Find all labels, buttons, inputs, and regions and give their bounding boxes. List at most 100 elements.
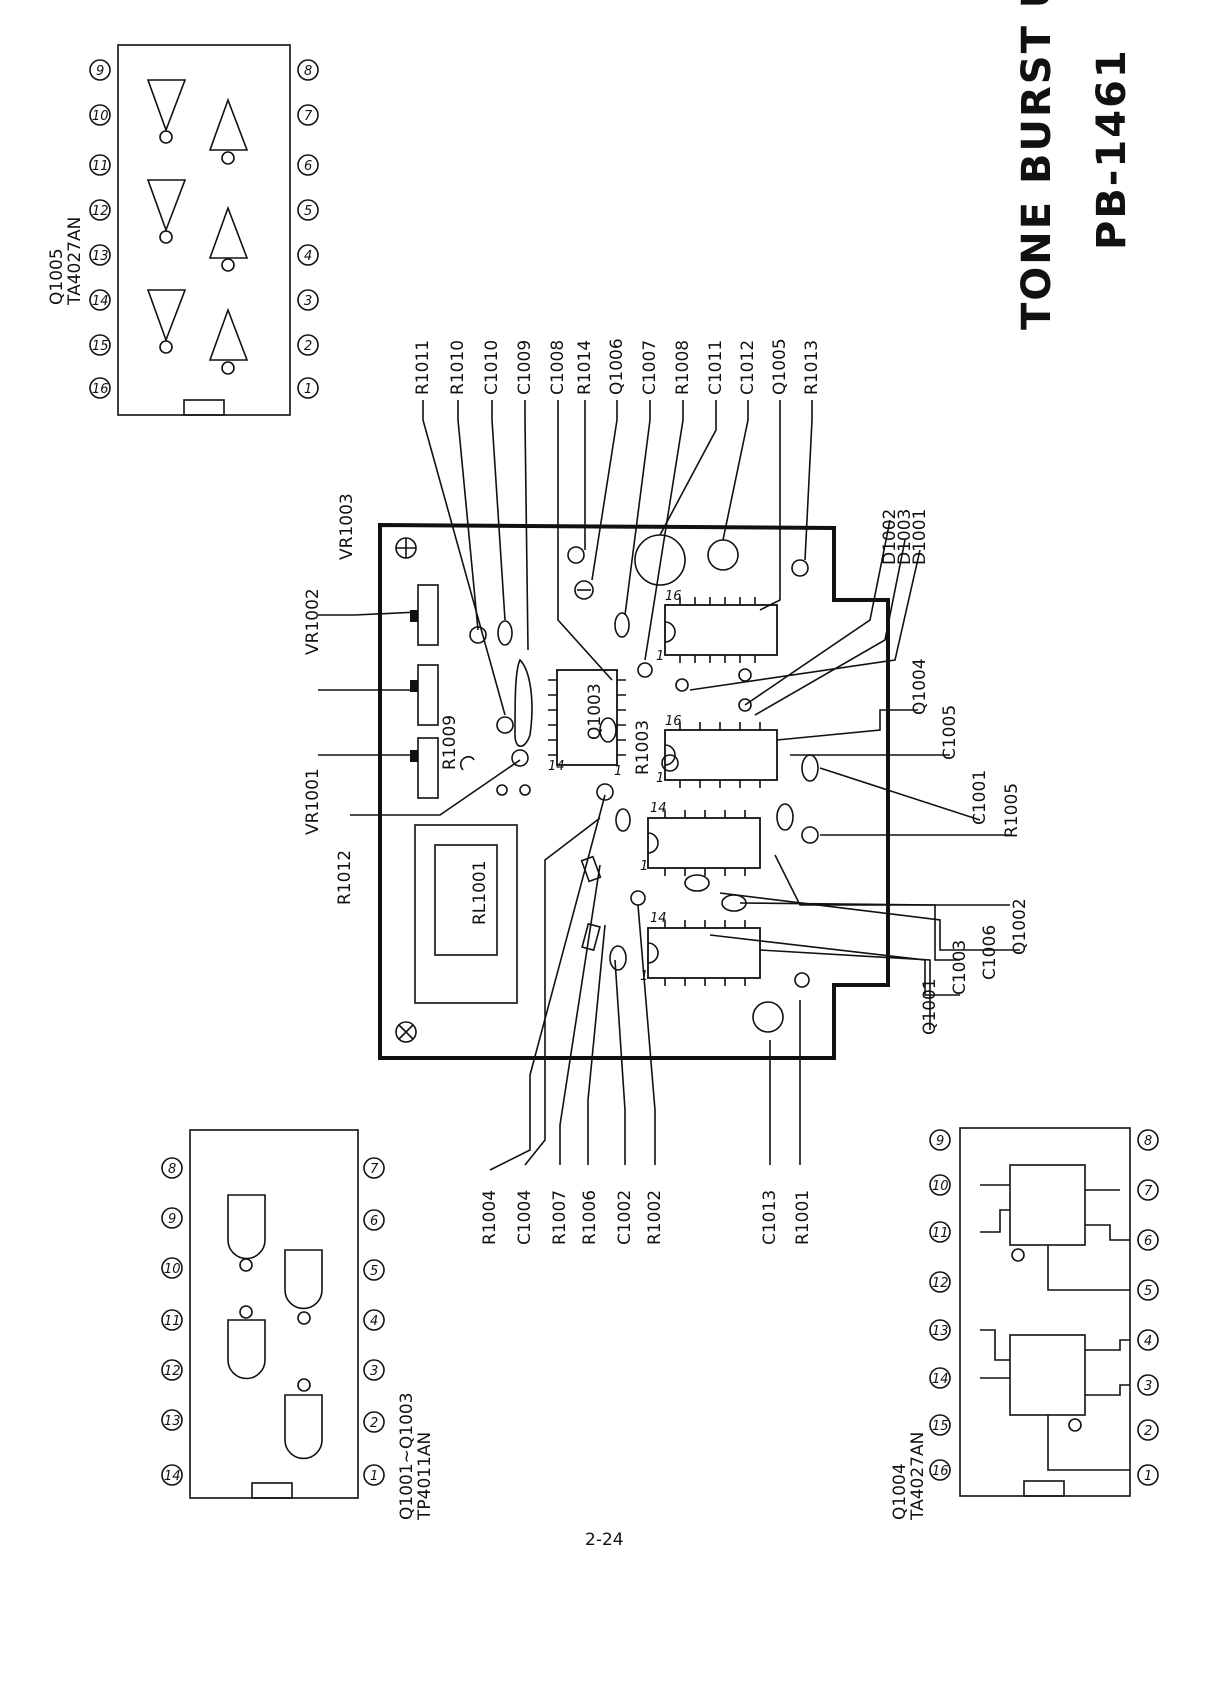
svg-text:13: 13 bbox=[164, 1414, 181, 1429]
q1004-part: TA4027AN bbox=[908, 1432, 928, 1521]
label-vr1003: VR1003 bbox=[337, 493, 357, 560]
chip-q1001: 14 13 12 11 10 9 8 7 6 5 4 3 2 1 Q1001~Q… bbox=[161, 1129, 435, 1521]
q1004-name: Q1004 bbox=[890, 1463, 910, 1520]
svg-text:4: 4 bbox=[370, 1314, 378, 1329]
label-c1003: C1003 bbox=[950, 940, 970, 995]
q1004-pins-left: 16 15 14 13 12 11 10 9 bbox=[929, 1129, 951, 1481]
label-q1006: Q1006 bbox=[607, 338, 627, 395]
label-d1003: D1003 bbox=[895, 509, 915, 565]
label-c1008: C1008 bbox=[548, 340, 568, 395]
q1001-part: TP4011AN bbox=[415, 1432, 435, 1521]
svg-text:15: 15 bbox=[92, 339, 109, 354]
label-r1002: R1002 bbox=[645, 1190, 665, 1245]
svg-text:1: 1 bbox=[614, 764, 622, 779]
svg-text:8: 8 bbox=[304, 64, 312, 79]
q1005-part: TA4027AN bbox=[65, 217, 85, 306]
labels-bottom: R1004 C1004 R1007 R1006 C1002 R1002 C101… bbox=[480, 1190, 813, 1245]
svg-text:1: 1 bbox=[656, 771, 664, 786]
label-q1002: Q1002 bbox=[1010, 898, 1030, 955]
svg-text:4: 4 bbox=[1144, 1334, 1152, 1349]
board-components bbox=[459, 534, 819, 1033]
svg-text:7: 7 bbox=[1144, 1184, 1153, 1199]
svg-text:14: 14 bbox=[92, 294, 109, 309]
label-d1002: D1002 bbox=[880, 509, 900, 565]
svg-text:11: 11 bbox=[92, 159, 109, 174]
svg-text:12: 12 bbox=[92, 204, 109, 219]
label-c1013: C1013 bbox=[760, 1190, 780, 1245]
svg-text:9: 9 bbox=[936, 1134, 944, 1149]
svg-text:12: 12 bbox=[932, 1276, 949, 1291]
svg-text:2: 2 bbox=[1144, 1424, 1152, 1439]
svg-text:16: 16 bbox=[665, 714, 682, 729]
label-c1007: C1007 bbox=[640, 340, 660, 395]
svg-text:8: 8 bbox=[1144, 1134, 1152, 1149]
svg-text:1: 1 bbox=[640, 859, 648, 874]
board-ics bbox=[647, 597, 778, 986]
label-c1012: C1012 bbox=[738, 340, 758, 395]
label-r1003: R1003 bbox=[633, 720, 653, 775]
svg-text:8: 8 bbox=[168, 1162, 176, 1177]
label-c1001: C1001 bbox=[970, 770, 990, 825]
svg-text:16: 16 bbox=[932, 1464, 949, 1479]
label-r1004: R1004 bbox=[480, 1190, 500, 1245]
svg-text:7: 7 bbox=[370, 1162, 379, 1177]
svg-text:13: 13 bbox=[932, 1324, 949, 1339]
svg-text:3: 3 bbox=[304, 294, 312, 309]
svg-text:14: 14 bbox=[548, 759, 565, 774]
svg-text:3: 3 bbox=[1144, 1379, 1152, 1394]
svg-text:13: 13 bbox=[92, 249, 109, 264]
q1001-pins-left: 14 13 12 11 10 9 8 bbox=[161, 1157, 183, 1486]
svg-text:1: 1 bbox=[304, 382, 312, 397]
labels-left: VR1003 VR1002 VR1001 R1012 R1009 bbox=[303, 493, 460, 905]
label-r1011: R1011 bbox=[413, 340, 433, 395]
pcb-board: RL1001 Q1003 16 bbox=[378, 522, 890, 1060]
svg-text:14: 14 bbox=[650, 911, 667, 926]
label-r1012: R1012 bbox=[335, 850, 355, 905]
label-r1014: R1014 bbox=[575, 340, 595, 395]
label-d1001: D1001 bbox=[910, 509, 930, 565]
svg-text:10: 10 bbox=[932, 1179, 949, 1194]
svg-text:6: 6 bbox=[370, 1214, 378, 1229]
label-c1004: C1004 bbox=[515, 1190, 535, 1245]
svg-text:14: 14 bbox=[164, 1469, 181, 1484]
relay-outline bbox=[414, 824, 518, 1004]
svg-text:11: 11 bbox=[932, 1226, 949, 1241]
svg-text:2: 2 bbox=[304, 339, 312, 354]
q1005-pins-left: 9 10 11 12 13 14 15 16 bbox=[89, 59, 111, 399]
chip-q1005: 9 10 11 12 13 14 15 16 8 7 6 5 4 3 2 1 bbox=[47, 44, 319, 416]
label-r1001: R1001 bbox=[793, 1190, 813, 1245]
svg-text:10: 10 bbox=[164, 1262, 181, 1277]
svg-text:9: 9 bbox=[96, 64, 104, 79]
label-r1013: R1013 bbox=[802, 340, 822, 395]
page-number: 2-24 bbox=[585, 1530, 624, 1550]
labels-right: D1002 D1003 D1001 Q1004 C1005 C1001 R100… bbox=[880, 509, 1030, 1035]
svg-text:14: 14 bbox=[932, 1372, 949, 1387]
q1001-nand-gates bbox=[227, 1194, 323, 1460]
vr-trimmers bbox=[410, 584, 439, 799]
label-q1005: Q1005 bbox=[770, 338, 790, 395]
q1004-pins-right: 8 7 6 5 4 3 2 1 bbox=[1137, 1129, 1159, 1486]
svg-text:4: 4 bbox=[304, 249, 312, 264]
svg-text:6: 6 bbox=[1144, 1234, 1152, 1249]
label-c1010: C1010 bbox=[482, 340, 502, 395]
svg-text:7: 7 bbox=[304, 109, 313, 124]
svg-text:16: 16 bbox=[665, 589, 682, 604]
q1004-flipflops bbox=[980, 1164, 1130, 1471]
svg-text:2: 2 bbox=[370, 1416, 378, 1431]
svg-text:Q1003: Q1003 bbox=[585, 683, 605, 740]
svg-text:5: 5 bbox=[304, 204, 312, 219]
q1005-name: Q1005 bbox=[47, 248, 67, 305]
q1005-pins-right: 8 7 6 5 4 3 2 1 bbox=[297, 59, 319, 399]
label-c1006: C1006 bbox=[980, 925, 1000, 980]
title-line2: PB-1461 bbox=[1089, 48, 1135, 250]
svg-text:1: 1 bbox=[1144, 1469, 1152, 1484]
label-r1008: R1008 bbox=[673, 340, 693, 395]
label-r1005: R1005 bbox=[1002, 783, 1022, 838]
label-r1010: R1010 bbox=[448, 340, 468, 395]
label-vr1001: VR1001 bbox=[303, 768, 323, 835]
svg-text:3: 3 bbox=[370, 1364, 378, 1379]
q1001-pins-right: 7 6 5 4 3 2 1 bbox=[363, 1157, 385, 1486]
svg-text:16: 16 bbox=[92, 382, 109, 397]
